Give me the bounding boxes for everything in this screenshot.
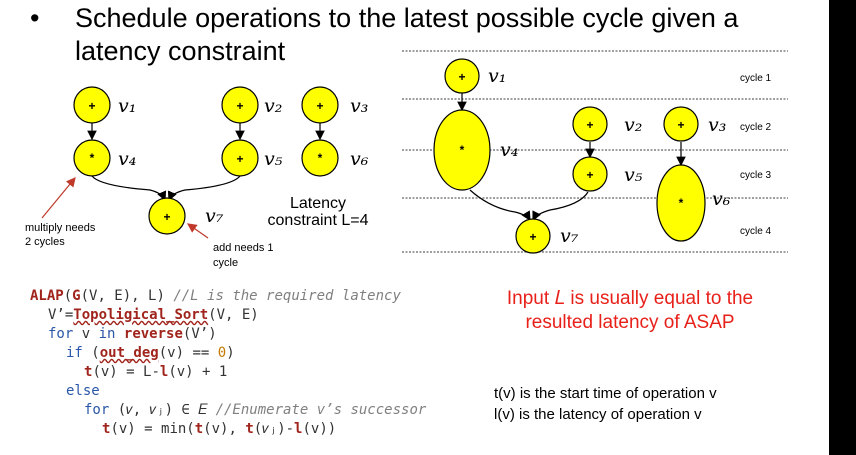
left-dependency-graph: + 𝑣₁ + 𝑣₂ + 𝑣₃ * 𝑣₄ + 𝑣₅ * 𝑣₆ + 𝑣₇ [41,86,369,239]
right-node-v7-label: 𝑣₇ [560,225,579,247]
right-node-v3-label: 𝑣₃ [708,114,726,136]
left-edge-v4-v7 [91,175,167,202]
left-node-v6-op: * [318,151,323,165]
add-note-line-2: cycle [213,257,239,269]
left-node-v1-label: 𝑣₁ [118,95,136,117]
add-note-arrow [187,223,209,239]
cycle-label-1: cycle 1 [740,73,772,84]
left-node-v6: * 𝑣₆ [301,139,369,177]
right-node-v4: * 𝑣₄ [433,109,518,191]
code-line-3: for v in reverse(V’) [48,326,217,342]
code-line-6: else [66,383,100,399]
right-node-v1: + 𝑣₁ [444,58,506,94]
right-node-v7: + 𝑣₇ [515,218,579,254]
cycle-label-4: cycle 4 [740,226,772,237]
right-node-v5-label: 𝑣₅ [624,164,643,186]
right-node-v4-label: 𝑣₄ [500,139,518,161]
left-node-v2: + 𝑣₂ [221,86,282,124]
title-bullet: • [30,3,40,33]
code-line-8: t(v) = min(t(v), t(𝑣ⱼ)-l(v)) [102,421,337,437]
latency-constraint-line-2: constraint L=4 [267,212,369,229]
right-node-v6: * 𝑣₆ [656,164,731,242]
latency-constraint-line-1: Latency [289,195,347,212]
left-node-v7-label: 𝑣₇ [205,205,224,227]
add-note-line-1: add needs 1 [213,242,274,254]
left-node-v5-label: 𝑣₅ [264,148,283,170]
right-edge-v4-v7 [469,189,531,222]
l-definition: l(v) is the latency of operation v [494,406,702,423]
code-line-1: ALAP(G(V, E), L) //L is the required lat… [30,288,401,304]
slide-title-line-1: Schedule operations to the latest possib… [75,3,739,33]
input-note-line-2: resulted latency of ASAP [525,312,735,333]
right-node-v6-op: * [679,196,684,210]
right-node-v7-op: + [529,230,536,244]
left-node-v6-label: 𝑣₆ [350,148,369,170]
right-node-v2-label: 𝑣₂ [624,114,642,136]
right-node-v3-op: + [677,118,684,132]
multiply-note-arrow [41,177,76,219]
left-edge-v5-v7 [167,175,241,202]
left-node-v5-op: + [236,152,243,166]
code-line-7: for (𝑣, 𝑣ⱼ) ∈ 𝐸 //Enumerate v’s successo… [84,402,427,418]
input-note-line-1: Input 𝐿 is usually equal to the [506,288,754,309]
left-node-v7: + 𝑣₇ [148,197,224,235]
left-node-v2-label: 𝑣₂ [264,95,282,117]
right-node-v5: + 𝑣₅ [572,156,643,192]
left-node-v4-label: 𝑣₄ [118,148,136,170]
right-node-v1-op: + [458,70,465,84]
right-edge-v5-v7 [532,191,589,222]
multiply-note-line-1: multiply needs [25,222,96,234]
left-node-v5: + 𝑣₅ [221,139,283,177]
left-node-v7-op: + [163,210,170,224]
code-line-4: if (out_deg(v) == 0) [66,345,235,361]
left-node-v4-op: * [90,151,95,165]
right-node-v4-op: * [460,143,465,157]
multiply-note-line-2: 2 cycles [25,236,65,248]
left-node-v3-op: + [316,99,323,113]
slide-title-line-2: latency constraint [75,36,286,66]
pseudocode-block: ALAP(G(V, E), L) //L is the required lat… [30,287,426,439]
left-node-v4: * 𝑣₄ [73,139,136,177]
left-node-v1-op: + [88,99,95,113]
code-line-2: V’=Topoligical_Sort(V, E) [48,307,259,323]
cycle-label-3: cycle 3 [740,170,772,181]
left-node-v3: + 𝑣₃ [301,86,368,124]
cycle-label-2: cycle 2 [740,122,772,133]
right-node-v2-op: + [586,118,593,132]
right-node-v5-op: + [586,168,593,182]
right-edge-bar [829,0,856,455]
left-node-v3-label: 𝑣₃ [350,95,368,117]
right-node-v1-label: 𝑣₁ [488,65,506,87]
left-node-v2-op: + [236,99,243,113]
t-definition: t(v) is the start time of operation v [494,385,717,402]
code-line-5: t(v) = L-l(v) + 1 [84,364,228,380]
left-node-v1: + 𝑣₁ [73,86,136,124]
right-node-v3: + 𝑣₃ [663,106,726,142]
right-node-v6-label: 𝑣₆ [712,188,731,210]
alap-schedule-diagram: + 𝑣₁ * 𝑣₄ + 𝑣₂ + 𝑣₃ + 𝑣₅ * 𝑣₆ + 𝑣₇ [402,50,788,254]
right-node-v2: + 𝑣₂ [572,106,642,142]
